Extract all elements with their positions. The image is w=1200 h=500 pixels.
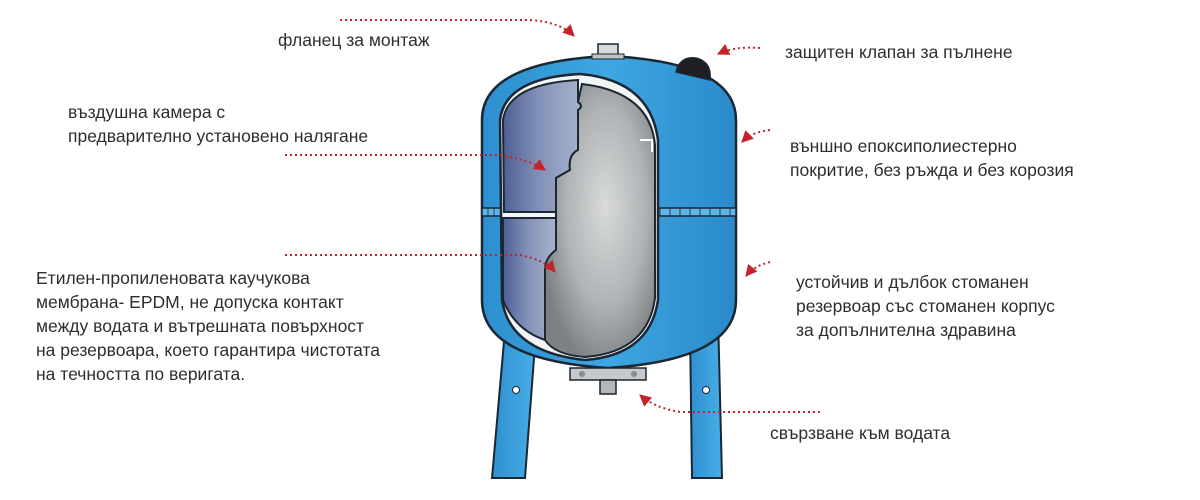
label-tank: устойчив и дълбок стоманен резервоар със…: [796, 270, 1055, 342]
label-line: между водата и вътрешната повърхност: [36, 314, 380, 338]
label-line: мембрана- EPDM, не допуска контакт: [36, 290, 380, 314]
label-line: Етилен-пропиленовата каучукова: [36, 266, 380, 290]
arrow-tank: [746, 262, 770, 276]
label-line: покритие, без ръжда и без корозия: [790, 158, 1074, 182]
arrow-coating: [742, 130, 770, 142]
label-flange: фланец за монтаж: [278, 28, 430, 52]
label-air-chamber: въздушна камера с предварително установе…: [68, 100, 368, 148]
label-line: резервоар със стоманен корпус: [796, 294, 1055, 318]
label-valve: защитен клапан за пълнене: [785, 40, 1013, 64]
label-line: на резервоара, което гарантира чистотата: [36, 338, 380, 362]
label-membrane: Етилен-пропиленовата каучукова мембрана-…: [36, 266, 380, 386]
arrow-water: [640, 395, 820, 412]
label-line: въздушна камера с: [68, 100, 368, 124]
label-line: на течността по веригата.: [36, 362, 380, 386]
arrow-valve: [718, 48, 760, 54]
label-line: за допълнителна здравина: [796, 318, 1055, 342]
label-line: устойчив и дълбок стоманен: [796, 270, 1055, 294]
label-water-connection: свързване към водата: [770, 421, 950, 445]
label-coating: външно епоксиполиестерно покритие, без р…: [790, 134, 1074, 182]
label-line: предварително установено налягане: [68, 124, 368, 148]
arrow-air-chamber: [285, 155, 545, 170]
label-line: фланец за монтаж: [278, 28, 430, 52]
label-line: външно епоксиполиестерно: [790, 134, 1074, 158]
label-line: защитен клапан за пълнене: [785, 40, 1013, 64]
label-line: свързване към водата: [770, 421, 950, 445]
